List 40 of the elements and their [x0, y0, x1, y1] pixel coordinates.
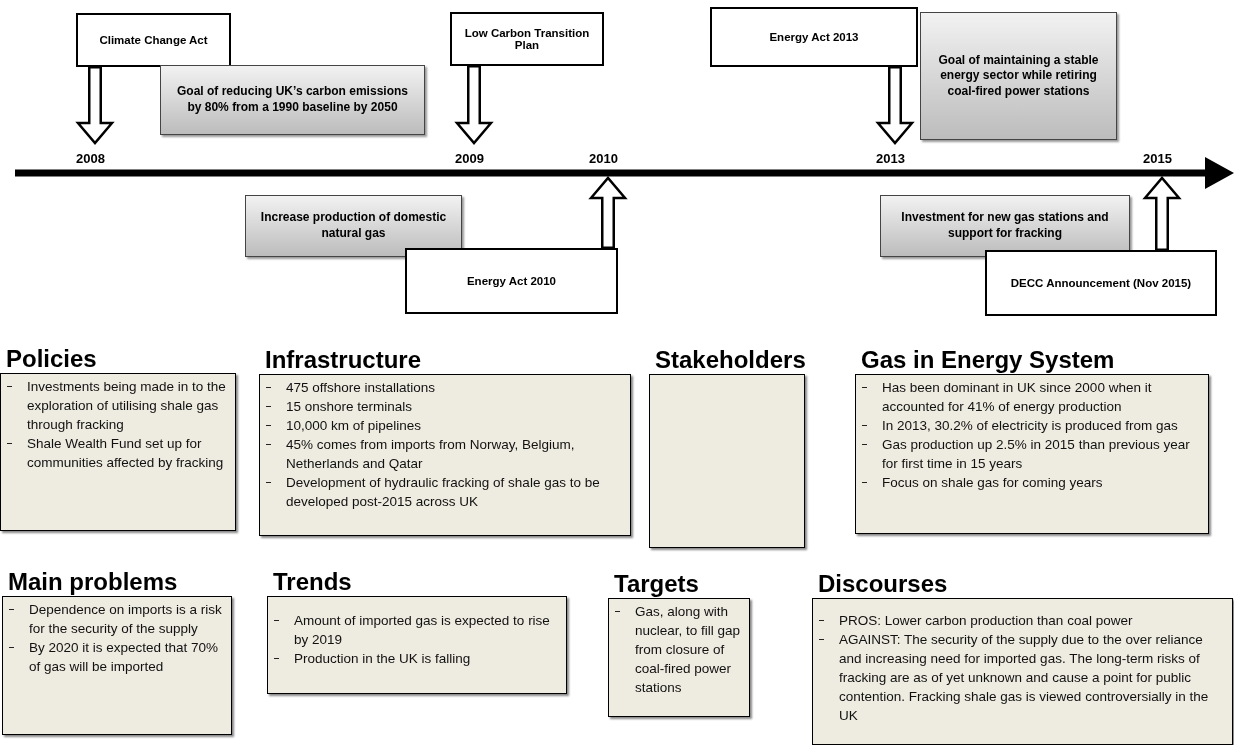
- bullet-text: 45% comes from imports from Norway, Belgium, Netherlands and Qatar: [286, 436, 576, 473]
- bullet-text: Gas, along with nuclear, to fill gap from closure of coal-fired power stations: [635, 603, 742, 697]
- event-box: Low Carbon Transition Plan: [450, 12, 604, 66]
- year-label: 2010: [589, 151, 627, 168]
- bullet-text: 15 onshore terminals: [286, 398, 413, 416]
- bullet-text: Gas production up 2.5% in 2015 than previous year for first time in 15 years: [882, 436, 1191, 473]
- year-label: 2008: [76, 151, 114, 168]
- bullet-text: 475 offshore installations: [286, 379, 436, 397]
- year-label: 2015: [1143, 151, 1181, 168]
- bullet-text: 10,000 km of pipelines: [286, 417, 422, 435]
- section-heading: Stakeholders: [655, 346, 806, 374]
- goal-box: Goal of reducing UK’s carbon emissions by 80% from a 1990 baseline by 2050: [160, 65, 425, 135]
- bullet-text: AGAINST: The security of the supply due to the over reliance and increasing need for imported gas. The long-term risks of fracking are as of yet unknown and cause a point for public contention. Fracking shale gas is viewed controversially in the UK: [839, 631, 1210, 725]
- section-heading: Gas in Energy System: [861, 346, 1115, 374]
- bullet-text: In 2013, 30.2% of electricity is produced from gas: [882, 417, 1178, 435]
- event-box: Climate Change Act: [76, 13, 231, 67]
- event-box: Energy Act 2013: [710, 7, 918, 67]
- bullet-text: Production in the UK is falling: [294, 650, 471, 668]
- section-heading: Targets: [614, 570, 699, 598]
- section-heading: Main problems: [8, 568, 178, 596]
- bullet-text: Dependence on imports is a risk for the security of the supply: [29, 601, 223, 638]
- year-label: 2009: [455, 151, 493, 168]
- section-heading: Policies: [6, 345, 97, 373]
- section-heading: Discourses: [818, 570, 948, 598]
- bullet-text: Shale Wealth Fund set up for communities affected by fracking: [27, 435, 225, 472]
- year-label: 2013: [876, 151, 914, 168]
- goal-box: Increase production of domestic natural gas: [245, 195, 462, 257]
- bullet-text: Amount of imported gas is expected to rise by 2019: [294, 612, 551, 649]
- section-heading: Trends: [273, 568, 352, 596]
- bullet-text: PROS: Lower carbon production than coal power: [839, 612, 1133, 630]
- section-heading: Infrastructure: [265, 346, 422, 374]
- goal-box: Goal of maintaining a stable energy sector while retiring coal-fired power stations: [920, 12, 1117, 140]
- bullet-text: Investments being made in to the exploration of utilising shale gas through fracking: [27, 378, 227, 434]
- bullet-text: By 2020 it is expected that 70% of gas will be imported: [29, 639, 220, 676]
- bullet-text: Focus on shale gas for coming years: [882, 474, 1103, 492]
- goal-box: Investment for new gas stations and support for fracking: [880, 195, 1130, 257]
- bullet-text: Has been dominant in UK since 2000 when it accounted for 41% of energy production: [882, 379, 1153, 416]
- event-box: Energy Act 2010: [405, 248, 618, 314]
- bullet-text: Development of hydraulic fracking of shale gas to be developed post-2015 across UK: [286, 474, 601, 511]
- event-box: DECC Announcement (Nov 2015): [985, 250, 1217, 316]
